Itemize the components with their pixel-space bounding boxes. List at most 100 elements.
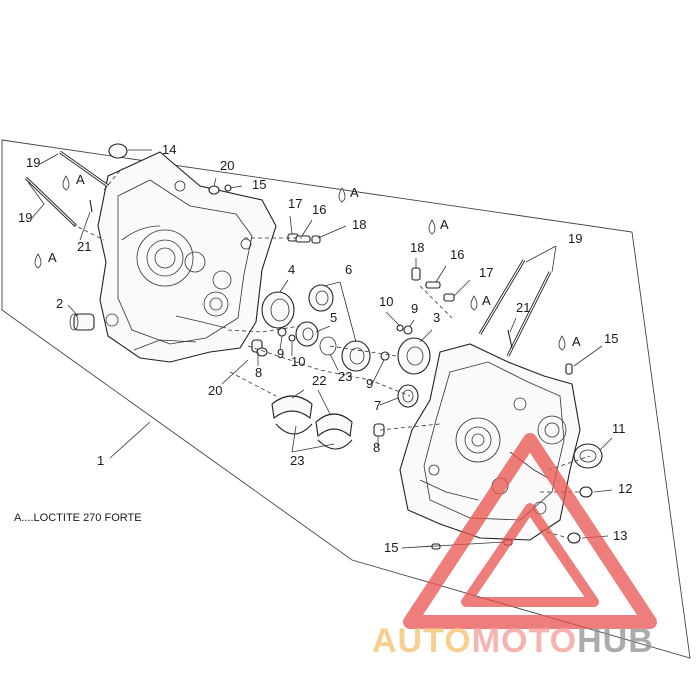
assembly-line-4	[247, 345, 411, 397]
seal-14	[108, 143, 128, 159]
loctite-marker-a: A	[572, 334, 581, 349]
drop-icon	[34, 253, 42, 269]
pin-21-right	[507, 329, 513, 349]
callout-20: 20	[220, 158, 234, 173]
callout-18: 18	[352, 217, 366, 232]
loctite-drop-icons	[34, 175, 566, 351]
callout-5: 5	[330, 310, 337, 325]
bearing-6-large	[341, 340, 371, 372]
plug-17-right	[443, 293, 455, 302]
callout-3: 3	[433, 310, 440, 325]
assembly-line-7	[379, 423, 441, 431]
callout-17: 17	[288, 196, 302, 211]
callout-16: 16	[312, 202, 326, 217]
half-shell-22-23-right	[315, 413, 353, 450]
loctite-marker-a: A	[482, 293, 491, 308]
watermark: AUTOMOTOHUB	[372, 433, 657, 660]
callout-21: 21	[516, 300, 530, 315]
stud-19-left-upper	[59, 150, 109, 188]
callout-21: 21	[77, 239, 91, 254]
callout-22: 22	[312, 373, 326, 388]
callout-9: 9	[277, 346, 284, 361]
callout-15: 15	[384, 540, 398, 555]
loctite-note: A....LOCTITE 270 FORTE	[14, 512, 142, 524]
diagram-frame	[1, 139, 691, 659]
left-crankcase-half	[97, 151, 277, 363]
assembly-line-12	[71, 223, 105, 241]
callout-23: 23	[338, 369, 352, 384]
pin-15-right	[565, 363, 573, 375]
callout-4: 4	[288, 262, 295, 277]
watermark-word-auto: AUTO	[372, 622, 472, 660]
seal-11	[573, 443, 603, 469]
washer-20-lower	[256, 347, 268, 357]
assembly-line-2	[227, 325, 301, 333]
watermark-triangle	[403, 433, 657, 629]
washer-9-right	[403, 325, 413, 335]
plug-10-right	[396, 324, 404, 332]
bearing-4	[261, 291, 295, 329]
callout-2: 2	[56, 296, 63, 311]
circlip-23-upper	[319, 336, 337, 356]
callout-7: 7	[374, 398, 381, 413]
bearing-6	[308, 284, 334, 312]
loctite-marker-a: A	[350, 185, 359, 200]
callout-8: 8	[373, 440, 380, 455]
drop-icon	[558, 335, 566, 351]
callout-14: 14	[162, 142, 176, 157]
callout-15: 15	[604, 331, 618, 346]
watermark-word-hub: HUB	[577, 622, 654, 660]
stud-19-right-b	[506, 271, 552, 357]
right-crankcase-half	[399, 343, 581, 541]
plug-18-left	[311, 235, 321, 244]
callout-11: 11	[612, 421, 626, 436]
callout-8: 8	[255, 365, 262, 380]
callout-15: 15	[252, 177, 266, 192]
loctite-markers: A A A A A A	[48, 172, 581, 349]
callout-19: 19	[26, 155, 40, 170]
stud-19-left-lower	[24, 176, 78, 228]
half-shell-22-23-left	[271, 395, 313, 435]
plug-10-left	[288, 334, 296, 342]
callout-19: 19	[568, 231, 582, 246]
loctite-marker-a: A	[76, 172, 85, 187]
callout-9: 9	[411, 301, 418, 316]
callout-23: 23	[290, 453, 304, 468]
screw-16-left	[295, 235, 311, 243]
callout-9: 9	[366, 376, 373, 391]
drop-icon	[428, 219, 436, 235]
assembly-line-10	[539, 529, 569, 539]
stud-19-right-a	[478, 259, 526, 335]
washer-20-top	[208, 185, 220, 195]
callout-12: 12	[618, 481, 632, 496]
callout-6: 6	[345, 262, 352, 277]
watermark-word-moto: MOTO	[472, 622, 577, 660]
callout-1: 1	[97, 453, 104, 468]
assembly-line-6	[419, 285, 453, 319]
callout-20: 20	[208, 383, 222, 398]
callout-19: 19	[18, 210, 32, 225]
bearing-5	[295, 321, 319, 347]
washer-9-lower	[380, 351, 390, 361]
bearing-3	[397, 337, 431, 375]
assembly-line-11	[103, 167, 123, 191]
callout-17: 17	[479, 265, 493, 280]
drop-icon	[338, 187, 346, 203]
assembly-line-3	[229, 371, 277, 397]
callout-10: 10	[291, 354, 305, 369]
callout-18: 18	[410, 240, 424, 255]
dowel-2	[69, 313, 95, 331]
leader-lines	[27, 149, 613, 549]
callout-16: 16	[450, 247, 464, 262]
loctite-marker-a: A	[48, 250, 57, 265]
screw-16-right	[425, 281, 441, 289]
seal-7	[397, 384, 419, 408]
o-ring-12	[579, 486, 593, 498]
plug-18-right	[411, 267, 421, 281]
callout-13: 13	[613, 528, 627, 543]
watermark-text: AUTOMOTOHUB	[372, 622, 654, 660]
loctite-marker-a: A	[440, 217, 449, 232]
o-ring-13	[567, 532, 581, 544]
